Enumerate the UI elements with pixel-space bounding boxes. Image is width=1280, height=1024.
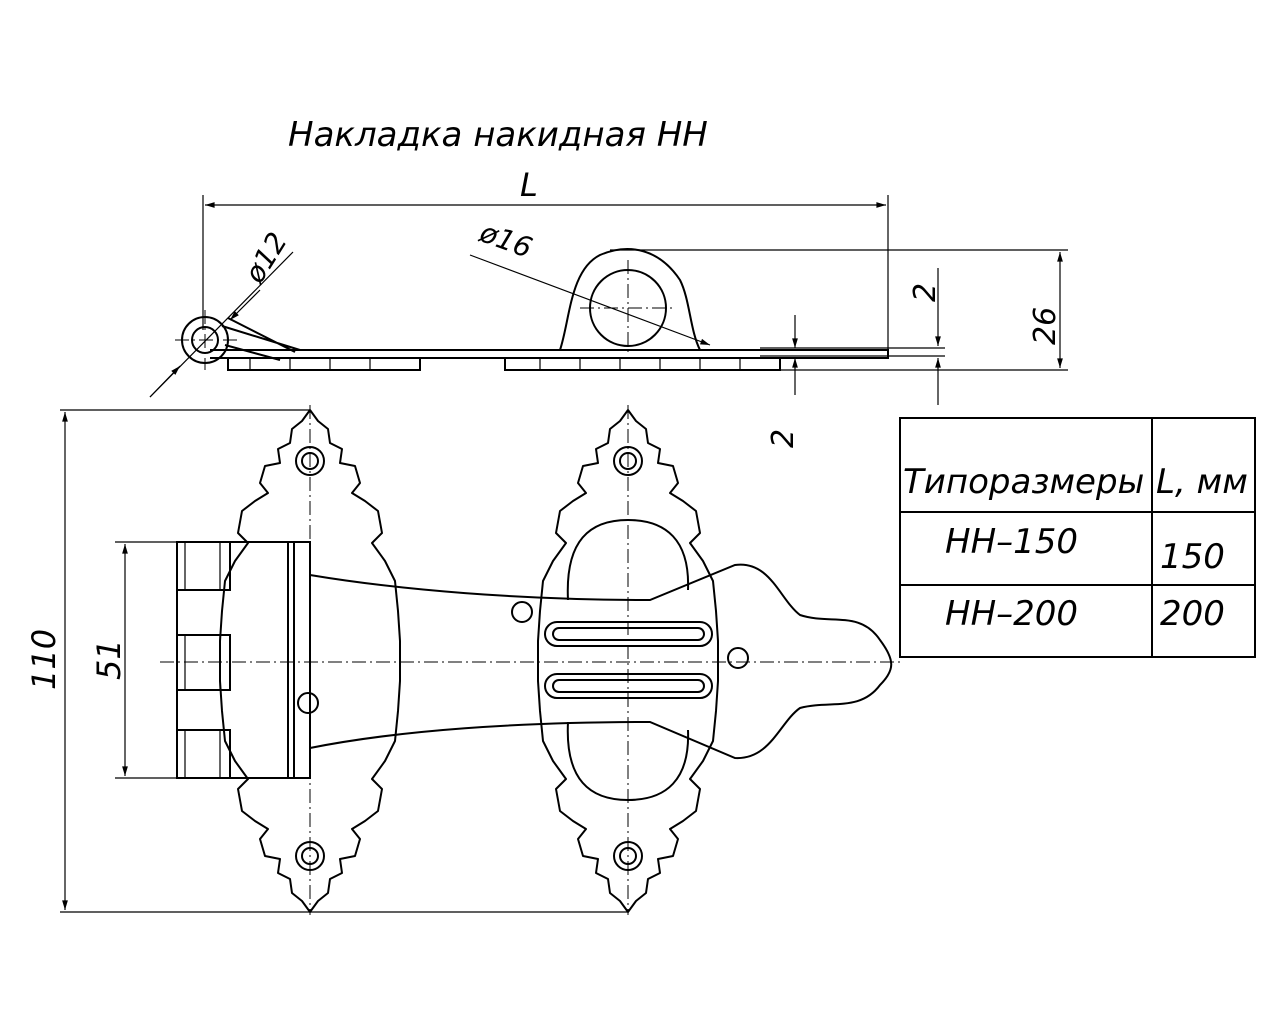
drawing-title: Накладка накидная НН: [288, 115, 708, 155]
dim-height: 26: [1028, 307, 1063, 345]
table-row-length: 150: [1160, 537, 1225, 577]
size-table: Типоразмеры L, мм НН–150 150 НН–200 200: [899, 417, 1256, 658]
table-row-length: 200: [1160, 594, 1225, 634]
dim-loop-gap: 2: [908, 283, 943, 302]
dim-L-label: L: [520, 166, 538, 204]
loop: [559, 247, 701, 351]
table-header-length: L, мм: [1156, 462, 1248, 502]
dim-hinge-width: 51: [90, 639, 128, 680]
table-row-model: НН–150: [945, 522, 1078, 562]
dim-loop-diameter: ø16: [475, 215, 537, 264]
dim-pin-diameter: ø12: [237, 226, 293, 289]
table-row-model: НН–200: [945, 594, 1078, 634]
table-header-model: Типоразмеры: [903, 462, 1144, 502]
dim-thickness: 2: [766, 429, 801, 448]
plan-view: 110 51: [25, 405, 900, 915]
tongue: [309, 563, 893, 760]
hinge-knuckle: [176, 541, 311, 779]
dim-width: 110: [25, 629, 63, 690]
side-view: L ø12 ø16 2 26 2: [149, 166, 1068, 448]
